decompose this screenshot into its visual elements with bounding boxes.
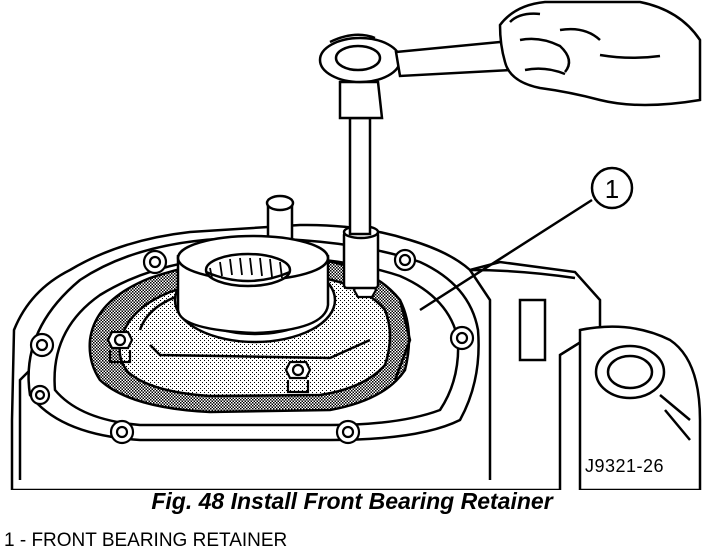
hand — [498, 0, 702, 107]
legend: 1 - FRONT BEARING RETAINER — [4, 530, 287, 552]
figure-caption: Fig. 48 Install Front Bearing Retainer — [151, 488, 553, 514]
output-shaft — [176, 234, 330, 335]
technical-illustration — [10, 0, 702, 490]
extension-housing — [578, 325, 702, 490]
legend-item: 1 - FRONT BEARING RETAINER — [4, 530, 288, 551]
figure-id-label: J9321-26 — [585, 456, 665, 476]
flange-bolt-holes — [29, 248, 475, 445]
callout-number: 1 — [604, 174, 620, 204]
callout-1 — [419, 166, 634, 312]
